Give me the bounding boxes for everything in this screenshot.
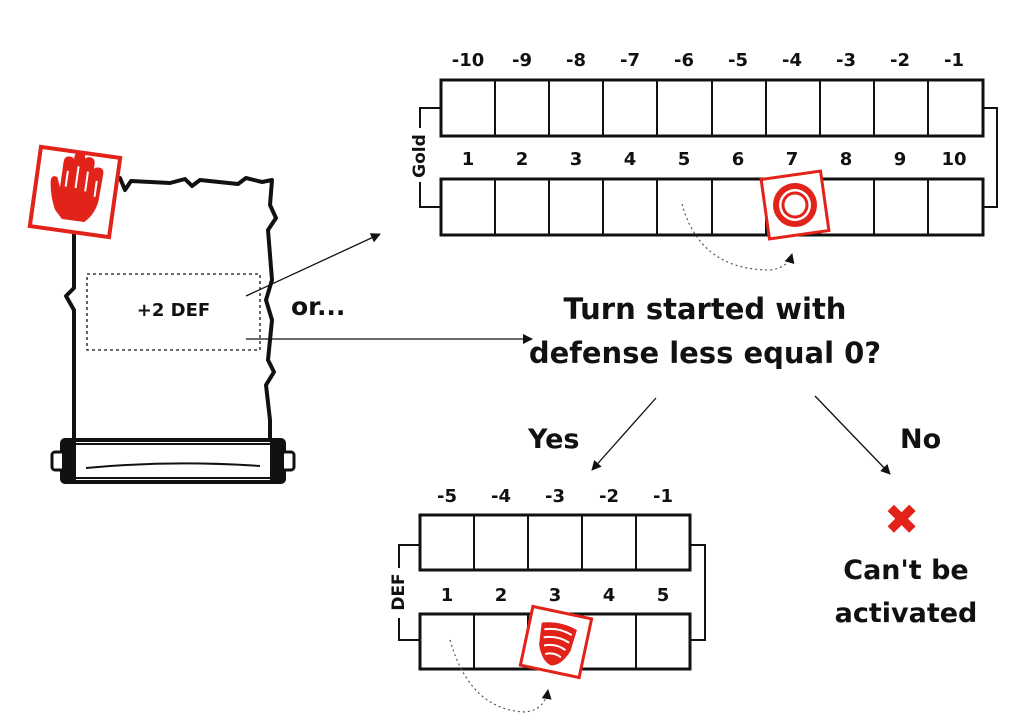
gold-bottom-label: 9 xyxy=(893,149,907,170)
gold-top-label: -5 xyxy=(728,50,748,71)
def-top-label: -1 xyxy=(653,486,673,507)
gold-bottom-label: 7 xyxy=(785,149,799,170)
coin-icon xyxy=(759,169,831,241)
gold-track-connector-right xyxy=(983,107,998,208)
gold-top-label: -3 xyxy=(836,50,856,71)
def-track-label: DEF xyxy=(389,573,409,611)
effect-box xyxy=(86,273,261,351)
gold-bottom-label: 2 xyxy=(515,149,529,170)
or-label: or... xyxy=(291,292,346,321)
card-effect-text: +2 DEF xyxy=(136,300,211,321)
gold-top-label: -2 xyxy=(890,50,910,71)
gold-track xyxy=(419,78,998,271)
question-line-2: defense less equal 0? xyxy=(528,336,882,370)
cannot-activate-line-1: Can't be xyxy=(843,555,969,586)
gold-bottom-label: 8 xyxy=(839,149,853,170)
def-top-label: -5 xyxy=(437,486,457,507)
def-track-connector-right xyxy=(690,544,706,641)
scroll-card xyxy=(50,176,296,484)
def-top-label: -4 xyxy=(491,486,511,507)
gold-top-label: -8 xyxy=(566,50,586,71)
gold-track-connector-left xyxy=(419,107,441,208)
gold-top-label: -7 xyxy=(620,50,640,71)
shield-icon xyxy=(518,604,594,680)
gold-move-arrow xyxy=(681,203,795,271)
def-bottom-label: 2 xyxy=(494,585,508,606)
gold-top-label: -1 xyxy=(944,50,964,71)
gold-bottom-label: 5 xyxy=(677,149,691,170)
def-top-label: -3 xyxy=(545,486,565,507)
arrow-to-no xyxy=(814,395,891,475)
scroll-roll xyxy=(50,438,296,484)
gold-top-label: -6 xyxy=(674,50,694,71)
gold-top-label: -10 xyxy=(451,50,485,71)
arrow-to-yes xyxy=(591,397,657,471)
def-track-connector-left xyxy=(398,544,420,641)
yes-label: Yes xyxy=(528,424,580,455)
cannot-activate-line-2: activated xyxy=(834,598,978,629)
def-bottom-label: 1 xyxy=(440,585,454,606)
gold-bottom-label: 4 xyxy=(623,149,637,170)
gold-bottom-label: 10 xyxy=(941,149,967,170)
no-label: No xyxy=(900,424,942,455)
gold-bottom-label: 3 xyxy=(569,149,583,170)
gold-bottom-label: 1 xyxy=(461,149,475,170)
cross-icon: ✖ xyxy=(884,495,920,544)
scroll-paper xyxy=(64,176,278,444)
def-top-label: -2 xyxy=(599,486,619,507)
arrow-card-to-gold xyxy=(245,233,381,297)
gold-bottom-label: 6 xyxy=(731,149,745,170)
def-bottom-label: 3 xyxy=(548,585,562,606)
gold-top-label: -9 xyxy=(512,50,532,71)
def-bottom-label: 4 xyxy=(602,585,616,606)
hand-icon xyxy=(27,144,123,240)
def-bottom-label: 5 xyxy=(656,585,670,606)
gold-top-label: -4 xyxy=(782,50,802,71)
question-line-1: Turn started with xyxy=(563,292,847,326)
gold-track-label: Gold xyxy=(410,134,430,178)
